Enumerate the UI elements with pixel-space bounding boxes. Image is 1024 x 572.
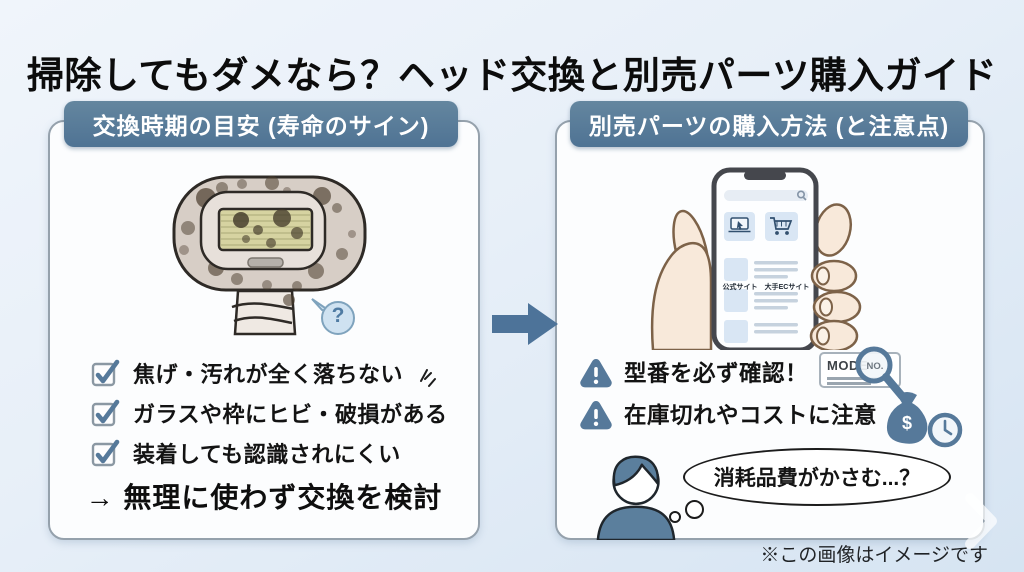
search-icon: [797, 190, 806, 199]
phone-search-bar[interactable]: [724, 190, 808, 201]
warning-item: 在庫切れやコストに注意: [579, 395, 877, 433]
thought-bubble-tail: [669, 511, 681, 523]
dollar-sign-label: $: [901, 413, 912, 433]
question-bubble: [321, 301, 355, 335]
cart-icon: [770, 217, 793, 230]
fingernails: [816, 266, 833, 346]
dirty-device-head-illustration: [172, 175, 367, 336]
thought-bubble: 消耗品費がかさむ...？: [683, 448, 951, 506]
warning-label: 型番を必ず確認！: [624, 361, 809, 386]
checklist-item-label: ガラスや枠にヒビ・破損がある: [133, 402, 448, 427]
checklist-item-label: 焦げ・汚れが全く落ちない: [133, 362, 404, 387]
cost-icons: [886, 392, 963, 448]
left-panel-header: 交換時期の目安 (寿命のサイン): [64, 101, 458, 147]
tag-line: [827, 382, 871, 385]
crack-icon: [420, 369, 436, 387]
magnifier-icon: [855, 346, 906, 400]
tag-line: [827, 377, 881, 380]
warning-item: 型番を必ず確認！: [579, 353, 808, 391]
checklist-item-label: 装着しても認識されにくい: [133, 442, 401, 467]
question-mark-label: ?: [331, 304, 345, 327]
warning-icon: [580, 400, 612, 429]
checklist-item: ガラスや枠にヒビ・破損がある: [90, 395, 448, 431]
checked-checkbox-icon: [91, 399, 120, 427]
person-avatar: [596, 455, 676, 540]
arrow-right-icon: [492, 303, 558, 345]
conclusion-text: → 無理に使わず交換を検討: [85, 482, 443, 513]
glass-burn-marks: [233, 209, 303, 248]
left-panel: ? 焦げ・汚れが全く落ちない ガラスや枠にヒビ・破損がある 装着: [48, 120, 480, 540]
official-site-label: 公式サイト: [722, 284, 758, 291]
warning-icon: [580, 358, 612, 387]
warning-label: 在庫切れやコストに注意: [624, 403, 878, 428]
right-panel: 公式サイト 大手ECサイト 型番を必ず確認！ 在庫切れやコストに注意 MODE: [555, 120, 985, 540]
clock-icon: [927, 412, 963, 448]
chevron-right-decoration[interactable]: [960, 490, 1006, 554]
ec-site-label: 大手ECサイト: [764, 284, 810, 291]
thought-bubble-text: 消耗品費がかさむ...？: [713, 467, 921, 490]
checked-checkbox-icon: [91, 439, 120, 467]
thought-bubble-tail: [685, 500, 704, 519]
hand-holding-phone-illustration: [650, 167, 862, 350]
image-disclaimer: ※この画像はイメージです: [760, 545, 988, 566]
checklist-item: 装着しても認識されにくい: [90, 435, 401, 471]
checklist-item: 焦げ・汚れが全く落ちない: [90, 355, 403, 391]
page-title: 掃除してもダメなら？ヘッド交換と別売パーツ購入ガイド: [26, 54, 998, 96]
lens-text: NO.: [866, 361, 884, 372]
phone-notch: [744, 171, 786, 180]
right-panel-header: 別売パーツの購入方法 (と注意点): [570, 101, 968, 147]
checked-checkbox-icon: [91, 359, 120, 387]
phone-list-items: [724, 258, 798, 343]
